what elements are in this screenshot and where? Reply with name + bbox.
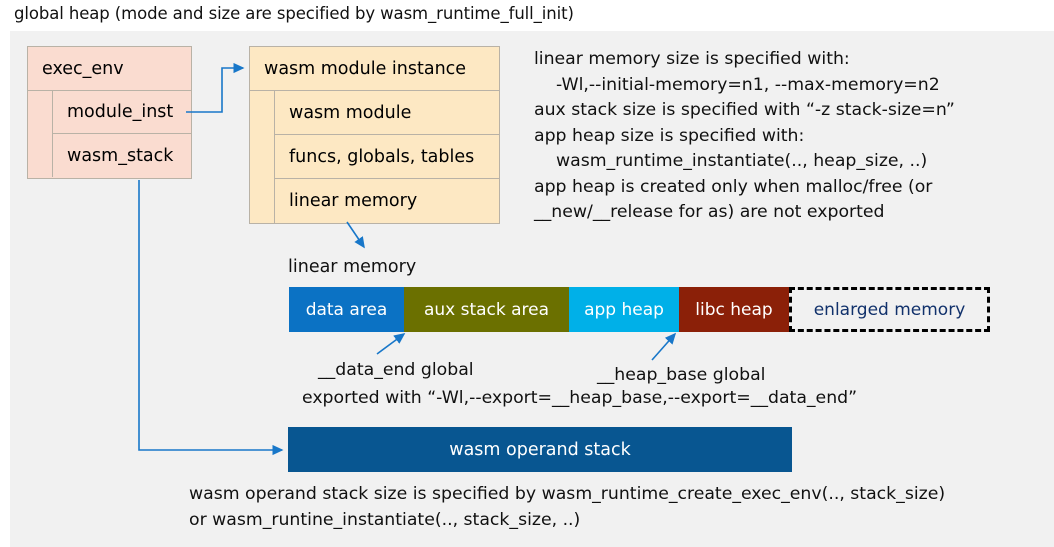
memory-segment-label: data area (305, 299, 388, 320)
wasm-module-instance-box: wasm module instance wasm module funcs, … (249, 46, 500, 224)
exec-env-row-wasm-stack: wasm_stack (67, 145, 174, 166)
module-instance-row-linear-memory: linear memory (289, 191, 418, 211)
annotation-data-end: __data_end global (318, 360, 474, 380)
memory-segment-label: app heap (584, 299, 664, 320)
annotation-heap-base: __heap_base global (597, 365, 766, 385)
module-instance-body: wasm module funcs, globals, tables linea… (250, 91, 499, 223)
memory-segment-data-area: data area (289, 287, 404, 332)
annotation-exported-with: exported with “-Wl,--export=__heap_base,… (302, 388, 858, 408)
memory-segment-enlarged-memory: enlarged memory (789, 287, 990, 332)
exec-env-body: module_inst wasm_stack (28, 91, 191, 177)
memory-segment-app-heap: app heap (569, 287, 679, 332)
linear-memory-bar: data area aux stack area app heap libc heap… (289, 287, 990, 332)
module-instance-rows: wasm module funcs, globals, tables linea… (275, 91, 499, 223)
memory-notes-text: linear memory size is specified with: -W… (534, 49, 955, 222)
memory-segment-libc-heap: libc heap (679, 287, 789, 332)
memory-segment-label: aux stack area (423, 299, 550, 320)
page-title: global heap (mode and size are specified… (14, 4, 574, 23)
exec-env-box: exec_env module_inst wasm_stack (27, 46, 192, 179)
exec-env-gutter (28, 91, 53, 177)
linear-memory-caption: linear memory (288, 257, 417, 277)
memory-segment-aux-stack-area: aux stack area (404, 287, 569, 332)
memory-segment-label: libc heap (695, 299, 773, 320)
module-instance-header: wasm module instance (250, 47, 499, 91)
operand-stack-footnote: wasm operand stack size is specified by … (189, 484, 946, 530)
exec-env-header: exec_env (28, 47, 191, 91)
module-instance-row-funcs-globals-tables: funcs, globals, tables (275, 135, 499, 179)
module-instance-row-wasm-module: wasm module (275, 91, 499, 135)
exec-env-rows: module_inst wasm_stack (53, 91, 191, 177)
wasm-operand-stack-bar: wasm operand stack (288, 427, 792, 472)
memory-segment-label: enlarged memory (813, 299, 966, 320)
module-instance-gutter (250, 91, 275, 223)
exec-env-row-module-inst: module_inst (53, 91, 191, 134)
